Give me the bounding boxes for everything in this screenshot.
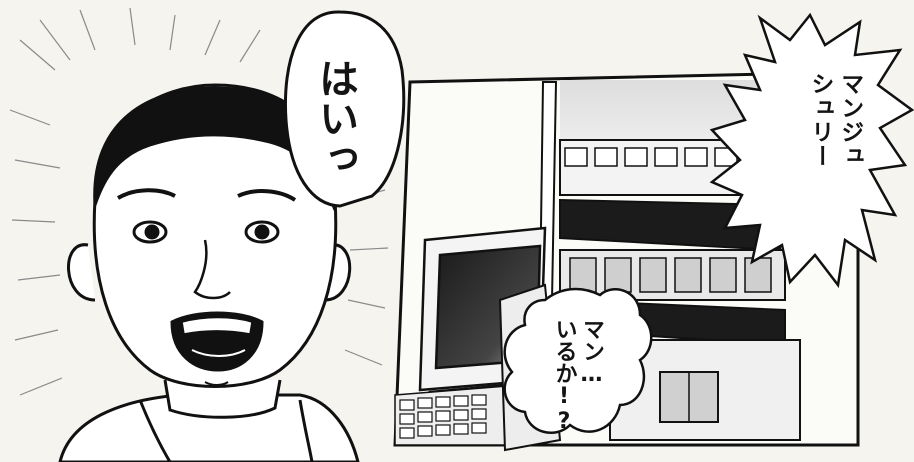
keyboard: [394, 384, 526, 446]
shout-bubble-manjushuri: [709, 12, 914, 289]
speech-bubble-hai: [283, 10, 406, 208]
thought-bubble-man: [503, 287, 653, 434]
dialogue-manjushuri: マンジュ シュリー: [804, 72, 864, 168]
man-character: [58, 83, 360, 462]
dialogue-hai: はいっ: [312, 58, 358, 178]
dialogue-man-iruka-line-1: マン…: [579, 318, 604, 387]
dialogue-man-iruka: マン… いるか!?: [550, 318, 605, 434]
dialogue-man-iruka-line-2: いるか!?: [551, 318, 577, 434]
dialogue-manjushuri-line-2: シュリー: [806, 72, 833, 168]
dialogue-manjushuri-line-1: マンジュ: [836, 72, 863, 168]
